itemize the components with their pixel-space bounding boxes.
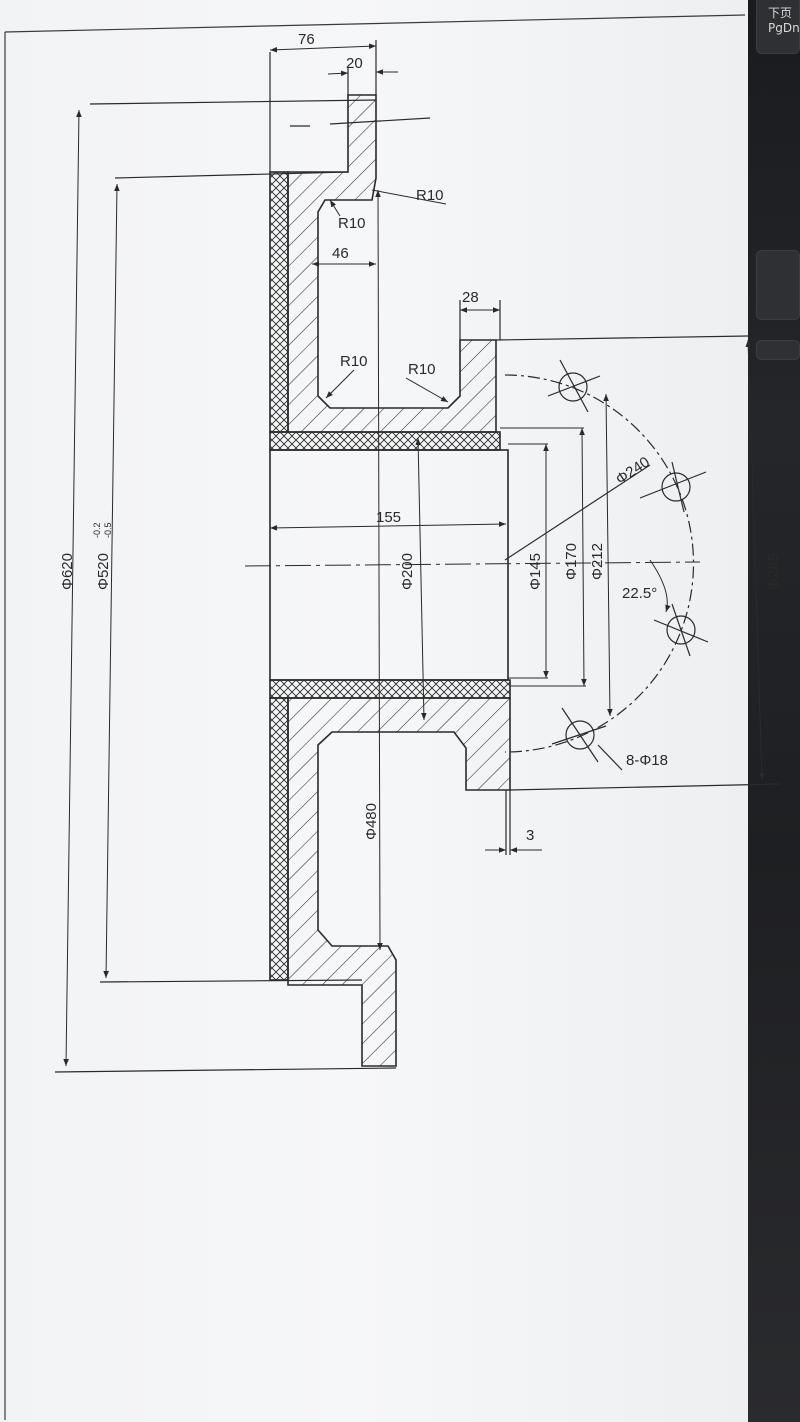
dim-r10-top-left: R10 [338, 215, 366, 232]
dim-phi240: Φ240 [613, 454, 653, 489]
lower-liner [269, 697, 289, 981]
laptop-keyboard-edge [748, 0, 800, 1422]
dim-28: 28 [462, 289, 479, 306]
dim-phi200: Φ200 [399, 553, 416, 590]
dim-phi145: Φ145 [527, 553, 544, 590]
bolt-hole [547, 359, 601, 413]
dim-phi170: Φ170 [563, 543, 580, 580]
drawing-frame [4, 14, 746, 1420]
dim-3: 3 [526, 827, 534, 844]
dim-phi620: Φ620 [59, 553, 76, 590]
pgdn-key [756, 0, 800, 54]
dim-r10-mid-left: R10 [340, 353, 368, 370]
part-outline-lines [54, 40, 781, 1073]
center-line [244, 561, 701, 567]
dim-r10-mid-right: R10 [408, 361, 436, 378]
dim-76: 76 [298, 31, 315, 48]
dim-phi520-tol-lower: -0.5 [103, 522, 113, 538]
bore-liner-bottom [269, 679, 511, 699]
upper-liner [269, 171, 289, 433]
dim-155: 155 [376, 509, 401, 526]
dim-phi520-tol-upper: -0.2 [92, 522, 102, 538]
part-section [269, 94, 511, 1067]
dim-phi520: Φ520 [95, 553, 112, 590]
dim-phi480: Φ480 [363, 803, 380, 840]
bolt-hole [551, 707, 607, 763]
dim-phi285: Φ285 [765, 553, 782, 590]
dim-46: 46 [332, 245, 349, 262]
dim-r10-top-right: R10 [416, 187, 444, 204]
dim-phi212: Φ212 [589, 543, 606, 580]
dim-20: 20 [346, 55, 363, 72]
keyboard-key [756, 250, 800, 320]
bolt-hole [653, 603, 709, 657]
bolt-circle-view [504, 359, 709, 771]
lower-flange-section [287, 697, 511, 1067]
dim-8-holes: 8-Φ18 [626, 752, 668, 769]
keyboard-key [756, 340, 800, 360]
bore-outline [269, 449, 509, 681]
bolt-hole [639, 461, 707, 513]
pgdn-key-label: 下页 PgDn [768, 6, 800, 35]
dimension-lines [63, 43, 765, 1067]
bore-liner-top [269, 431, 501, 451]
dim-22-5-deg: 22.5° [622, 585, 657, 602]
